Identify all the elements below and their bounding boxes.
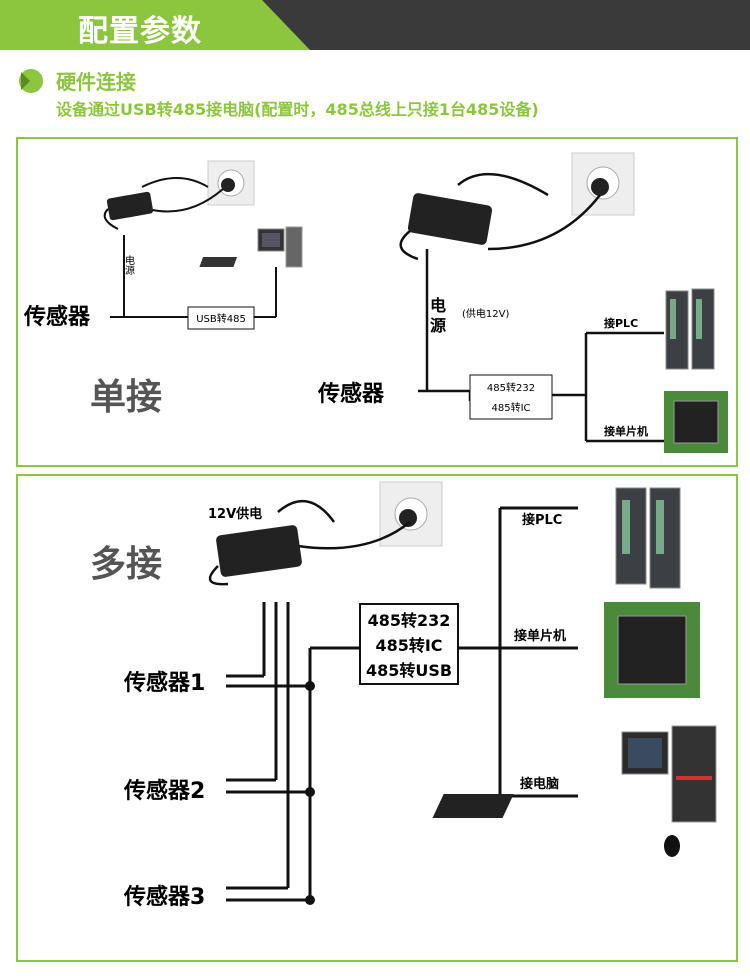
single-heading: 单接: [90, 377, 162, 418]
wall-socket-icon: [571, 152, 635, 216]
plc-label: 接PLC: [522, 512, 562, 528]
converter-line-2: 485转IC: [375, 636, 442, 655]
section-subtitle: 设备通过USB转485接电脑(配置时，485总线上只接1台485设备): [56, 100, 539, 119]
converter-box: [359, 603, 459, 685]
computer-icon: [432, 725, 717, 857]
bus-junction: [305, 787, 315, 797]
power-adapter-icon: [103, 177, 224, 230]
converter-line-2: 485转IC: [491, 401, 530, 414]
sensor-label: 传感器: [23, 304, 91, 330]
sensor-label: 传感器: [317, 381, 385, 407]
single-diagram: 电源 传感器 USB转485 单接 电 源 (供电12V) 传感器 485转23…: [23, 152, 728, 453]
multi-heading: 多接: [90, 544, 162, 585]
sensor-2-label: 传感器2: [123, 778, 205, 804]
converter-line-1: 485转232: [487, 381, 535, 394]
sensor-3-label: 传感器3: [123, 884, 205, 910]
microcontroller-icon: [664, 391, 728, 453]
pc-label: 接电脑: [520, 776, 559, 792]
bus-junction: [305, 681, 315, 691]
plc-icon: [665, 288, 715, 370]
usb-to-485-converter: [187, 306, 255, 330]
page-title: 配置参数: [78, 14, 202, 49]
power-note: (供电12V): [462, 307, 509, 320]
plc-icon: [615, 487, 681, 589]
microcontroller-icon: [604, 602, 700, 698]
power-adapter-icon: [208, 499, 411, 586]
converter-label: USB转485: [196, 312, 246, 325]
converter-line-1: 485转232: [368, 611, 451, 630]
header-tab: [0, 0, 310, 50]
mcu-label: 接单片机: [514, 628, 566, 644]
power-label: 12V供电: [208, 506, 262, 522]
section-bullet-icon: [19, 69, 43, 93]
converter-line-3: 485转USB: [366, 661, 452, 680]
power-label-1: 电: [430, 296, 446, 315]
power-adapter-icon: [399, 172, 601, 261]
section-title: 硬件连接: [56, 70, 136, 94]
bus-junction: [305, 895, 315, 905]
power-label: 电源: [123, 254, 135, 276]
header-bar: 配置参数: [0, 0, 750, 50]
plc-label: 接PLC: [604, 316, 638, 330]
single-connection-panel: 电源 传感器 USB转485 单接 电 源 (供电12V) 传感器 485转23…: [16, 137, 738, 467]
multi-connection-panel: 12V供电 多接 485转232 485转IC 485转USB 接PLC 接单片…: [16, 474, 738, 962]
wall-socket-icon: [207, 160, 255, 206]
multi-diagram: 12V供电 多接 485转232 485转IC 485转USB 接PLC 接单片…: [90, 481, 717, 910]
sensor-1-label: 传感器1: [123, 670, 205, 696]
mcu-label: 接单片机: [604, 424, 648, 438]
power-label-2: 源: [430, 316, 446, 335]
computer-icon: [199, 226, 303, 268]
converter-box: [469, 374, 553, 420]
